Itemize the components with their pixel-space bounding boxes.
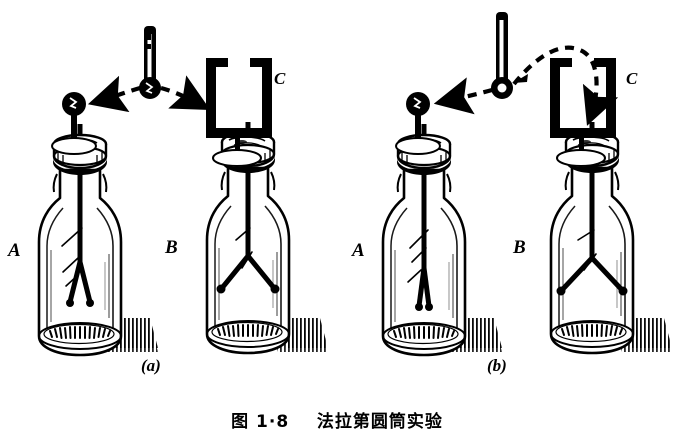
panel-label-b: (b) [487, 356, 507, 375]
gold-leaves-a-right [219, 253, 277, 291]
label-electroscope-b-left: A [352, 240, 365, 261]
gold-leaves-a-left [67, 259, 93, 305]
figure-caption-text: 图 1·8 法拉第圆筒实验 [231, 412, 443, 432]
gold-leaves-b-left [416, 265, 432, 309]
stand-base-cylinder-a [212, 149, 262, 167]
figure-caption: 图 1·8 法拉第圆筒实验 [0, 407, 674, 432]
stand-base-cylinder-b [556, 149, 606, 167]
electroscope-bottle-a-right [205, 122, 291, 355]
electroscope-bottle-b-right [549, 122, 635, 355]
label-electroscope-a-right: B [165, 237, 178, 258]
insulating-handle-a [139, 26, 161, 99]
insulating-handle-b [491, 12, 513, 99]
charge-transfer-arc-b [433, 45, 619, 126]
panel-label-a: (a) [141, 356, 161, 375]
label-cylinder-a: C [274, 69, 286, 88]
charged-sphere-b [406, 92, 430, 142]
label-cylinder-b: C [626, 69, 638, 88]
panel-b [381, 12, 672, 357]
label-electroscope-a-left: A [8, 240, 21, 261]
faraday-cylinder-a [206, 58, 272, 156]
faraday-cylinder-b [550, 58, 616, 156]
label-electroscope-b-right: B [513, 237, 526, 258]
panel-a [37, 26, 328, 357]
charge-transfer-arc-a [87, 75, 211, 113]
charged-sphere-a [62, 92, 86, 142]
stand-base-sphere-b [395, 137, 441, 155]
gold-leaves-b-right [559, 255, 625, 293]
stand-base-sphere-a [51, 137, 97, 155]
